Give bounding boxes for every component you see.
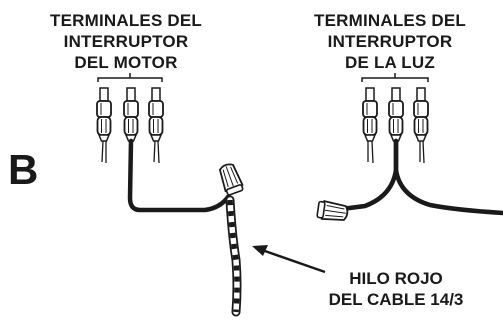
motor-heading-line-3: DEL MOTOR <box>74 53 178 72</box>
motor-terminal-right <box>148 87 164 142</box>
motor-thin-wire-right <box>153 140 156 163</box>
cable-red-wire-fill <box>227 197 240 315</box>
light-heavy-wire-left <box>331 138 399 213</box>
callout-arrow-line <box>261 248 326 274</box>
motor-thin-wire-right-b <box>157 140 160 164</box>
light-heading-line-3: DE LA LUZ <box>345 53 435 72</box>
motor-heavy-wire <box>127 138 231 213</box>
wire-nut-icon <box>218 163 244 196</box>
light-terminal-right <box>413 87 429 142</box>
light-terminal-left <box>362 87 378 142</box>
motor-heading-line-2: INTERRUPTOR <box>63 32 189 51</box>
arrow-icon <box>252 245 268 256</box>
light-thin-wire-right-b <box>422 140 425 164</box>
light-thin-wire-left-b <box>371 140 374 164</box>
motor-terminal-middle <box>123 87 139 142</box>
callout-line-2: DEL CABLE 14/3 <box>328 290 464 309</box>
red-wire-callout: HILO ROJO DEL CABLE 14/3 <box>296 268 496 310</box>
callout-line-1: HILO ROJO <box>349 269 443 288</box>
light-switch-terminals-heading: TERMINALES DEL INTERRUPTOR DE LA LUZ <box>295 10 485 73</box>
motor-heading-line-1: TERMINALES DEL <box>49 11 203 30</box>
light-heading-line-2: INTERRUPTOR <box>327 32 453 51</box>
panel-letter: B <box>8 146 39 193</box>
wire-nut-icon <box>316 199 349 221</box>
light-terminal-middle <box>388 87 404 142</box>
motor-terminal-left <box>96 87 112 142</box>
light-terminals-bracket <box>361 73 429 82</box>
motor-thin-wire-left <box>101 140 104 163</box>
light-heavy-wire-right <box>393 138 503 216</box>
light-heading-line-1: TERMINALES DEL <box>313 11 467 30</box>
motor-terminals-bracket <box>97 73 163 82</box>
motor-switch-terminals-heading: TERMINALES DEL INTERRUPTOR DEL MOTOR <box>28 10 224 73</box>
